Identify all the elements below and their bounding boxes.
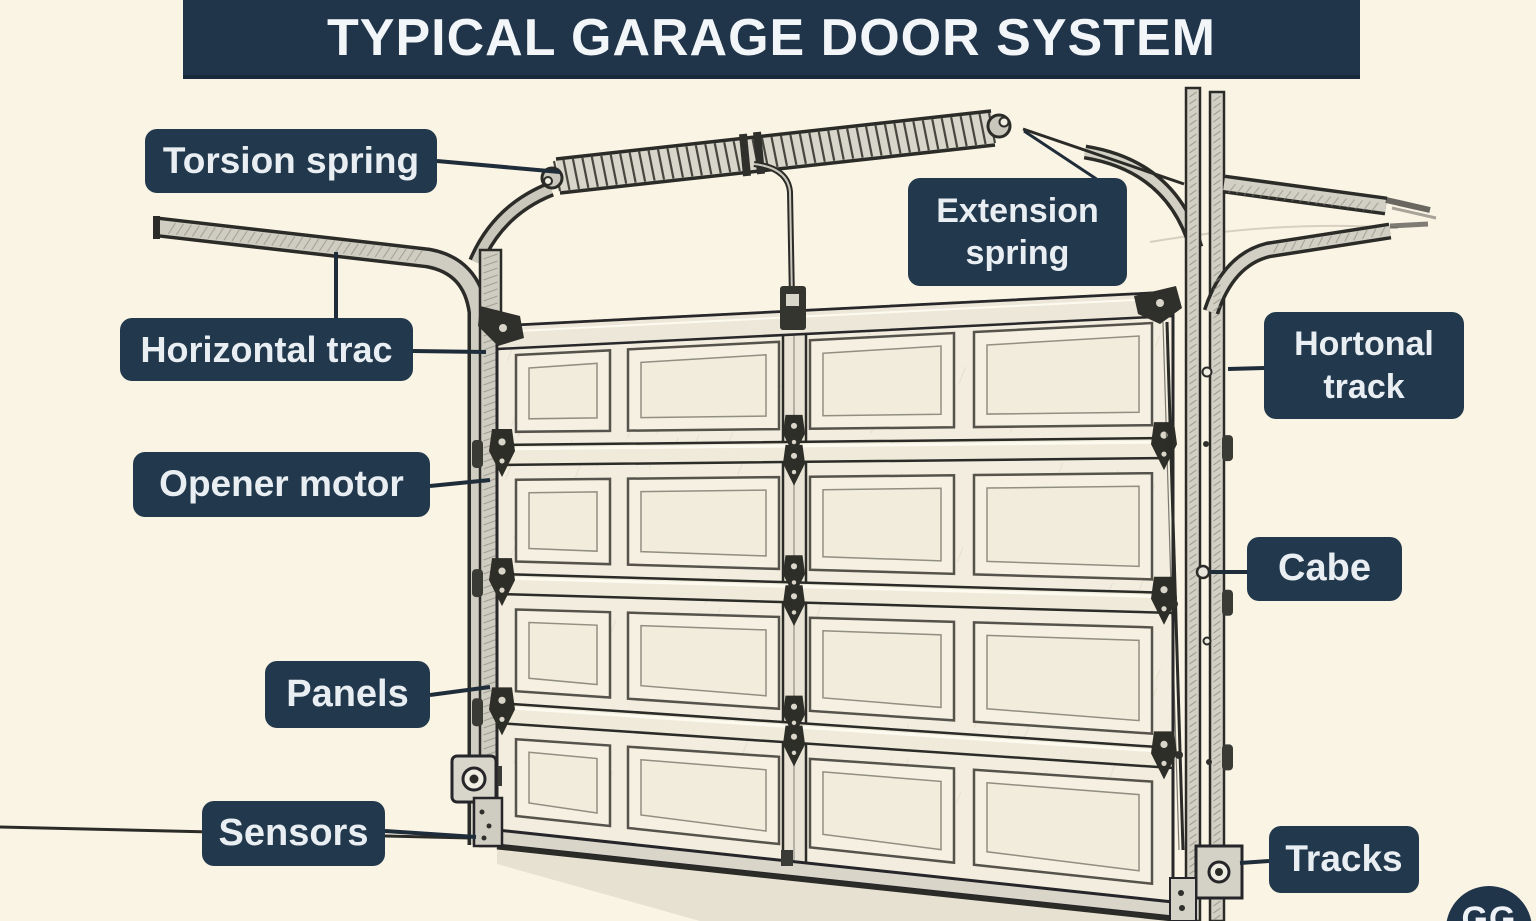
label-tracks: Tracks — [1269, 826, 1419, 893]
label-extension-spring: Extension spring — [908, 178, 1127, 286]
cable-hook — [1195, 564, 1211, 580]
door-shadow — [497, 850, 1173, 921]
leader-torsion — [436, 159, 561, 174]
spring-cable — [1022, 127, 1185, 186]
leader-lines — [334, 129, 1270, 865]
label-panels: Panels — [265, 661, 430, 728]
spring-center-bracket — [739, 133, 751, 177]
rod-anchor-bracket — [780, 286, 806, 330]
leader-horizontal-h — [412, 349, 487, 354]
spring-support-rod — [753, 161, 795, 301]
bottom-seal — [496, 844, 1174, 921]
label-horizontal-track-right: Hortonal track — [1264, 312, 1464, 419]
leader-tracks — [1239, 859, 1270, 865]
label-torsion-spring: Torsion spring — [145, 129, 437, 193]
leader-opener — [429, 478, 491, 488]
label-cable: Cabe — [1247, 537, 1402, 601]
track-bracket-left — [472, 796, 504, 848]
leader-extension — [1023, 129, 1105, 186]
title-banner: TYPICAL GARAGE DOOR SYSTEM — [183, 0, 1360, 79]
label-opener-motor: Opener motor — [133, 452, 430, 517]
page-title: TYPICAL GARAGE DOOR SYSTEM — [327, 8, 1216, 67]
leader-sensors — [384, 829, 477, 839]
leader-hortonal — [1227, 366, 1265, 371]
door-panels — [514, 321, 1154, 886]
leader-panels — [429, 685, 491, 697]
lift-cable — [1165, 321, 1185, 851]
hinges — [472, 414, 1233, 780]
label-sensors: Sensors — [202, 801, 385, 866]
garage-door — [472, 286, 1233, 921]
label-horizontal-track-left: Horizontal trac — [120, 318, 413, 381]
torsion-spring — [540, 109, 1185, 301]
